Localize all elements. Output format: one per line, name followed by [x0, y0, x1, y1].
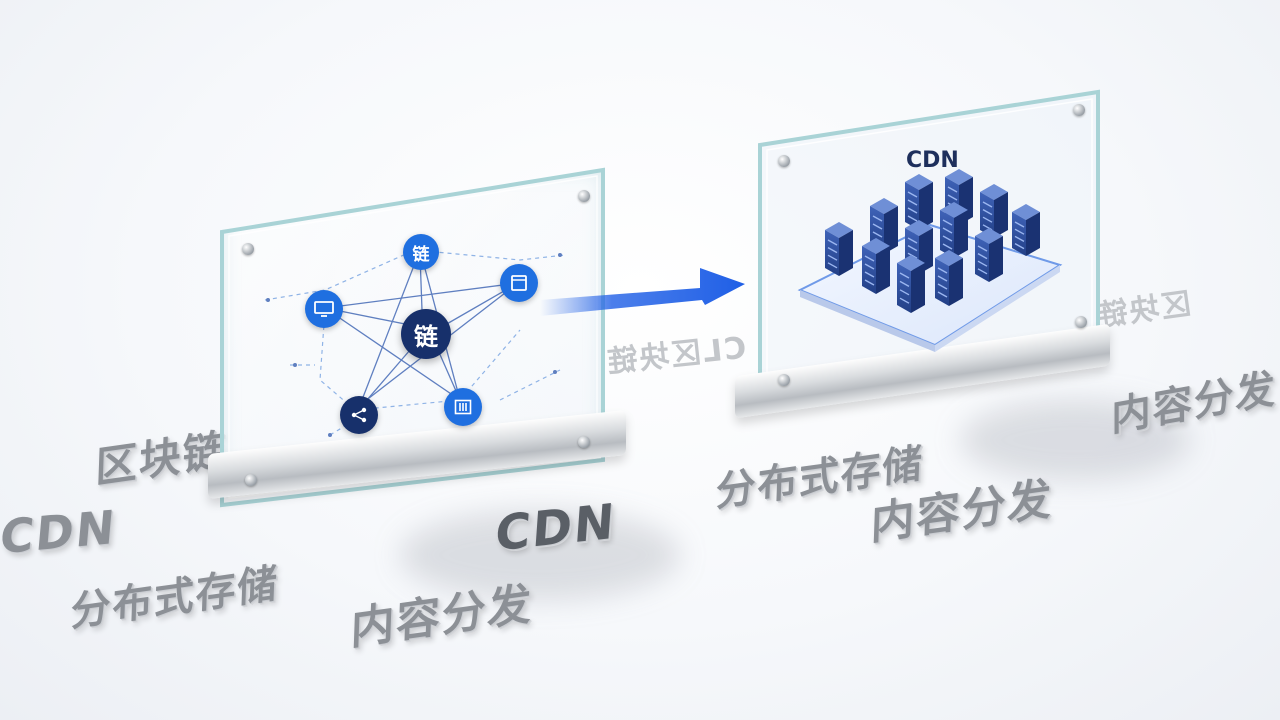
server-box [905, 174, 933, 230]
network-node-bottom-left [340, 396, 378, 434]
server-box [870, 198, 898, 254]
monitor-icon [314, 301, 334, 317]
server-box [980, 184, 1008, 238]
right-pin-top-right [1073, 104, 1085, 116]
floor-word-storage-left: 分布式存储 [70, 560, 280, 637]
window-icon [511, 275, 527, 291]
network-node-left [305, 290, 343, 328]
ground-shadow-left [400, 510, 680, 600]
left-pin-bottom-left [245, 474, 257, 486]
floor-word-distribution-right: 内容分发 [1111, 365, 1277, 442]
left-pin-top-right [578, 190, 590, 202]
floor-word-cdn-left: CDN [0, 499, 119, 565]
right-pin-top-left [778, 155, 790, 167]
right-pin-bottom-left [778, 374, 790, 386]
left-pin-bottom-right [578, 436, 590, 448]
network-node-top-label: 链 [412, 244, 430, 265]
server-box [975, 228, 1003, 282]
ground-shadow-right [960, 400, 1190, 480]
right-pin-bottom-right [1075, 316, 1087, 328]
network-node-right [500, 264, 538, 302]
floor-word-mirror-text: CL区块链 [603, 330, 748, 381]
network-node-bottom-right [444, 388, 482, 426]
server-box [940, 202, 968, 258]
server-box [945, 169, 973, 225]
cdn-panel-title: CDN [906, 148, 959, 173]
server-box [862, 238, 890, 294]
left-pin-top-left [242, 243, 254, 255]
network-node-center-label: 链 [414, 322, 438, 351]
database-icon [454, 399, 472, 415]
server-box [1012, 204, 1040, 256]
server-box [825, 222, 853, 276]
server-box [905, 220, 933, 274]
network-node-center: 链 [401, 309, 451, 359]
share-icon [351, 407, 367, 423]
server-box [935, 250, 963, 306]
network-node-top: 链 [403, 234, 439, 270]
floor-word-distribution-left: 内容分发 [349, 577, 534, 656]
server-box [897, 255, 925, 313]
